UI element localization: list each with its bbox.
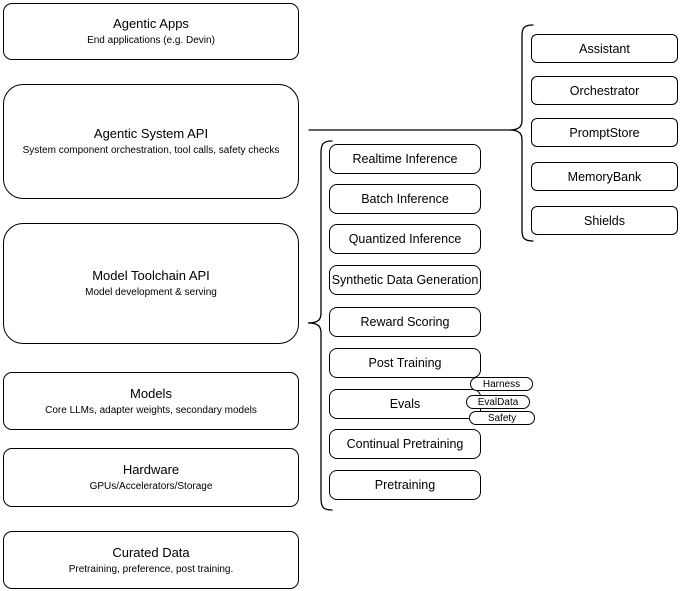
service-label: Realtime Inference [352, 152, 458, 166]
service-quantized-inference: Quantized Inference [329, 224, 481, 254]
layer-models: Models Core LLMs, adapter weights, secon… [3, 372, 299, 430]
layer-agentic-apps: Agentic Apps End applications (e.g. Devi… [3, 3, 299, 60]
service-label: Quantized Inference [348, 232, 462, 246]
component-label: MemoryBank [567, 169, 642, 184]
components-brace [508, 24, 534, 242]
component-shields: Shields [531, 206, 678, 235]
layer-subtitle: Core LLMs, adapter weights, secondary mo… [45, 404, 257, 416]
service-synthetic-data-generation: Synthetic Data Generation [329, 265, 481, 295]
layer-title: Agentic System API [93, 126, 209, 141]
layer-curated-data: Curated Data Pretraining, preference, po… [3, 531, 299, 589]
layer-model-toolchain-api: Model Toolchain API Model development & … [3, 223, 299, 344]
layer-title: Hardware [122, 462, 180, 477]
service-label: Pretraining [374, 478, 436, 492]
service-post-training: Post Training [329, 348, 481, 378]
eval-tag-label: EvalData [477, 396, 519, 408]
component-memorybank: MemoryBank [531, 162, 678, 191]
service-pretraining: Pretraining [329, 470, 481, 500]
eval-tag-harness: Harness [470, 377, 533, 391]
service-label: Synthetic Data Generation [331, 273, 479, 287]
component-label: Assistant [579, 41, 630, 56]
service-label: Post Training [368, 356, 442, 370]
service-label: Batch Inference [361, 192, 449, 206]
service-evals: Evals [329, 389, 481, 419]
layer-subtitle: GPUs/Accelerators/Storage [89, 481, 213, 492]
component-label: Shields [584, 213, 625, 228]
layer-title: Curated Data [112, 544, 190, 560]
service-label: Evals [389, 397, 421, 411]
layer-subtitle: Pretraining, preference, post training. [68, 563, 234, 575]
eval-tag-evaldata: EvalData [466, 395, 530, 409]
layer-subtitle: End applications (e.g. Devin) [87, 35, 215, 46]
eval-tag-safety: Safety [469, 411, 535, 425]
layer-subtitle: Model development & serving [85, 287, 217, 298]
eval-tag-label: Harness [482, 378, 521, 390]
component-label: Orchestrator [569, 83, 640, 98]
layer-title: Models [130, 385, 172, 401]
layer-subtitle: System component orchestration, tool cal… [22, 145, 280, 156]
service-realtime-inference: Realtime Inference [329, 144, 481, 174]
service-reward-scoring: Reward Scoring [329, 307, 481, 337]
layer-title: Model Toolchain API [92, 268, 210, 283]
layer-title: Agentic Apps [113, 16, 189, 31]
component-assistant: Assistant [531, 34, 678, 63]
component-label: PromptStore [569, 125, 640, 140]
layer-agentic-system-api: Agentic System API System component orch… [3, 84, 299, 199]
eval-tag-label: Safety [487, 412, 517, 424]
layer-hardware: Hardware GPUs/Accelerators/Storage [3, 448, 299, 507]
service-continual-pretraining: Continual Pretraining [329, 429, 481, 459]
component-orchestrator: Orchestrator [531, 76, 678, 105]
service-label: Reward Scoring [360, 315, 450, 329]
component-promptstore: PromptStore [531, 118, 678, 147]
service-batch-inference: Batch Inference [329, 184, 481, 214]
service-label: Continual Pretraining [346, 437, 464, 451]
